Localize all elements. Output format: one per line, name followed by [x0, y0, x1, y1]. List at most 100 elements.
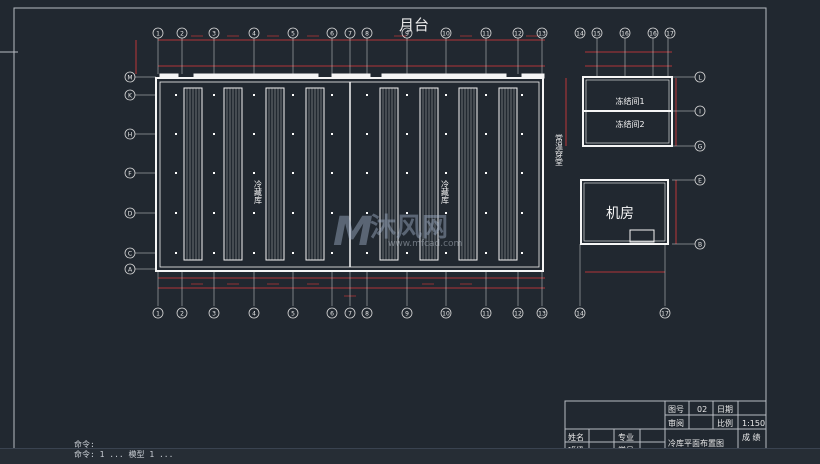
- grid-bubble-top: 7: [344, 27, 356, 39]
- grid-bubble-top-label: 4: [252, 31, 256, 38]
- structural-columns: [175, 94, 523, 254]
- cold-room-right-label: 冷藏库: [441, 179, 450, 205]
- column-dot: [406, 133, 408, 135]
- grid-bubble-bottom-circle: [176, 307, 188, 319]
- grid-bubble-bottom: 12: [512, 307, 524, 319]
- column-dot: [175, 133, 177, 135]
- grid-bubble-bottom: 6: [326, 307, 338, 319]
- grid-bubble-top-label: 10: [442, 31, 450, 38]
- column-dot: [485, 172, 487, 174]
- column-dot: [253, 133, 255, 135]
- grid-bubble-left-label: F: [128, 171, 132, 178]
- grid-bubble-top-circle: [176, 27, 188, 39]
- column-dot: [366, 133, 368, 135]
- grid-bubble-bottom-label: 12: [514, 311, 522, 318]
- grid-bubble-top: 2: [176, 27, 188, 39]
- grid-bubble-top-right-circle: [619, 27, 631, 39]
- grid-bubble-left-label: A: [128, 267, 133, 274]
- grid-bubble-top-circle: [440, 27, 452, 39]
- rack-unit: [458, 87, 478, 261]
- column-dot: [331, 172, 333, 174]
- grid-bubble-bottom-circle: [512, 307, 524, 319]
- machine-room: [580, 179, 669, 245]
- grid-bubble-top-right-label: 17: [666, 31, 674, 38]
- rack-unit: [223, 87, 243, 261]
- grid-bubble-top-circle: [344, 27, 356, 39]
- corridor-label: 常温穿堂: [555, 134, 564, 166]
- column-dot: [292, 212, 294, 214]
- column-dot: [292, 133, 294, 135]
- grid-bubble-top-circle: [401, 27, 413, 39]
- column-dot: [406, 94, 408, 96]
- grid-bubble-left: K: [124, 89, 136, 101]
- column-dot: [292, 94, 294, 96]
- grid-bubble-top-circle: [536, 27, 548, 39]
- column-dot: [406, 172, 408, 174]
- watermark-logo-icon: M: [333, 209, 373, 255]
- grid-bubble-bottom: 13: [536, 307, 548, 319]
- platform-title: 月台: [399, 16, 429, 34]
- column-dot: [253, 212, 255, 214]
- column-dot: [331, 212, 333, 214]
- storage-racks: [183, 87, 518, 261]
- grid-bubble-right-label: E: [698, 178, 702, 185]
- grid-bubble-top-label: 2: [180, 31, 184, 38]
- grid-bubble-top-right: 15: [591, 27, 603, 39]
- column-dot: [521, 94, 523, 96]
- command-line-bar[interactable]: [0, 448, 820, 464]
- grid-bubble-top: 3: [208, 27, 220, 39]
- grid-bubble-bottom-right-label: 14: [576, 311, 584, 318]
- grid-bubble-top: 1: [152, 27, 164, 39]
- grid-bubble-bottom-circle: [401, 307, 413, 319]
- grid-bubble-left: H: [124, 128, 136, 140]
- column-dot: [175, 94, 177, 96]
- grid-bubble-bottom-circle: [361, 307, 373, 319]
- grid-bubble-bottom-right: 14: [574, 307, 586, 319]
- grid-bubble-bottom: 4: [248, 307, 260, 319]
- column-dot: [445, 172, 447, 174]
- grid-bubble-left-label: M: [127, 75, 132, 82]
- grid-bubble-top-label: 6: [330, 31, 334, 38]
- grid-bubble-right: G: [694, 140, 706, 152]
- column-dot: [331, 133, 333, 135]
- rack-unit: [498, 87, 518, 261]
- grid-bubble-bottom-circle: [480, 307, 492, 319]
- column-dot: [521, 212, 523, 214]
- grid-bubble-bottom: 3: [208, 307, 220, 319]
- grid-bubble-left: C: [124, 247, 136, 259]
- column-dot: [366, 252, 368, 254]
- grid-bubble-right-label: B: [698, 242, 702, 249]
- column-dot: [406, 212, 408, 214]
- column-dot: [253, 94, 255, 96]
- grid-bubble-bottom-label: 1: [156, 311, 160, 318]
- grid-bubble-top-right-label: 15: [593, 31, 601, 38]
- grid-bubble-bottom: 5: [287, 307, 299, 319]
- column-dot: [366, 212, 368, 214]
- grid-bubble-bottom-circle: [248, 307, 260, 319]
- freezer-rooms: [582, 76, 673, 147]
- rack-unit: [379, 87, 399, 261]
- watermark-brand-text: 沐风网: [370, 213, 448, 243]
- command-input[interactable]: 命令: 1 ... 模型 1 ...: [74, 450, 174, 459]
- column-dot: [485, 94, 487, 96]
- column-dot: [521, 252, 523, 254]
- grid-bubble-top-circle: [326, 27, 338, 39]
- date-label: 日期: [717, 405, 733, 414]
- grid-bubble-bottom-label: 6: [330, 311, 334, 318]
- grid-bubble-bottom-circle: [536, 307, 548, 319]
- fig-no-value: 02: [697, 405, 707, 414]
- grid-bubble-bottom-label: 11: [482, 311, 490, 318]
- grid-bubble-left-label: H: [128, 132, 133, 139]
- grid-bubble-bottom: 8: [361, 307, 373, 319]
- grid-bubble-right: B: [694, 238, 706, 250]
- column-dot: [253, 252, 255, 254]
- grid-bubble-right: I: [694, 105, 706, 117]
- grid-bubble-bottom-circle: [344, 307, 356, 319]
- column-dot: [253, 172, 255, 174]
- review-label: 审阅: [668, 418, 684, 428]
- grid-bubble-top: 10: [440, 27, 452, 39]
- column-dot: [485, 212, 487, 214]
